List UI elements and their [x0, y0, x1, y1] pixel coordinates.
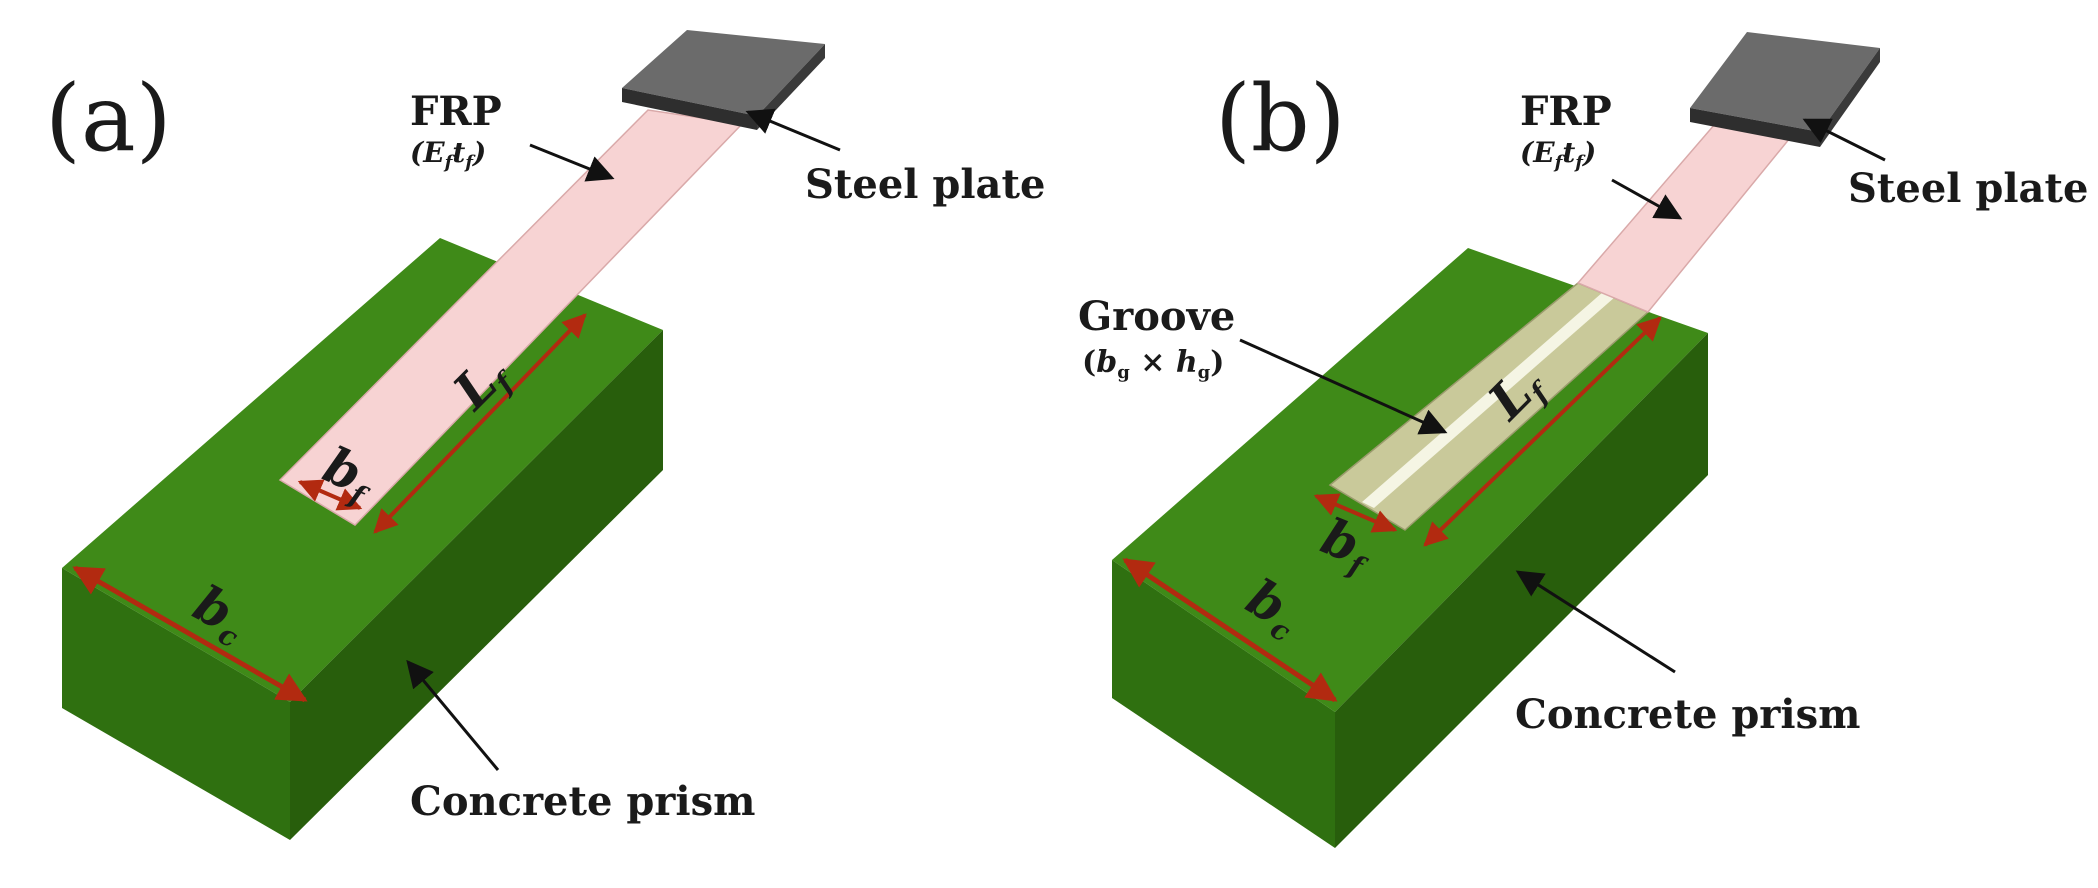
groove-formula-b: (bg × hg) [1082, 345, 1224, 383]
panel-b: (b) bf Lf bc FRP (Eftf) Steel plate [1078, 32, 2088, 848]
steel-plate-side-a [622, 88, 757, 130]
frp-label-b: FRP [1520, 88, 1612, 135]
steel-plate-side2-a [757, 44, 825, 130]
dim-line-lf-a [373, 313, 587, 534]
concrete-arrow-a [406, 659, 500, 771]
frp-arrow-a [529, 143, 615, 182]
steel-plate-side-b [1690, 108, 1820, 147]
frp-formula-b: (Eftf) [1520, 136, 1596, 173]
frp-strip-b [1576, 123, 1792, 313]
steel-arrow-a [745, 108, 841, 152]
concrete-label-b: Concrete prism [1515, 691, 1860, 738]
dim-line-bc-b [1122, 557, 1338, 703]
dim-line-bc-a [72, 565, 308, 703]
frp-formula-a: (Eftf) [410, 136, 486, 173]
steel-plate-a [622, 30, 825, 130]
steel-plate-label-a: Steel plate [805, 161, 1045, 208]
steel-plate-b [1690, 32, 1880, 147]
dim-line-lf-b [1423, 316, 1662, 547]
panel-b-label: (b) [1215, 65, 1346, 172]
panel-a: (a) bf Lf bc FRP (Eftf) Steel plate Conc… [45, 30, 1045, 840]
steel-plate-label-b: Steel plate [1848, 165, 2088, 212]
steel-plate-top-a [622, 30, 825, 116]
frp-label-a: FRP [410, 88, 502, 135]
dim-line-bf-b [1313, 493, 1398, 533]
steel-plate-side2-b [1820, 48, 1880, 147]
groove-label-b: Groove [1078, 293, 1235, 340]
steel-arrow-b [1802, 118, 1886, 162]
dim-line-bf-a [297, 479, 363, 511]
groove-arrow-b [1239, 338, 1448, 435]
panel-a-label: (a) [45, 65, 172, 172]
concrete-label-a: Concrete prism [410, 778, 755, 825]
concrete-arrow-b [1515, 570, 1676, 674]
steel-plate-top-b [1690, 32, 1880, 132]
frp-arrow-b [1611, 178, 1683, 220]
